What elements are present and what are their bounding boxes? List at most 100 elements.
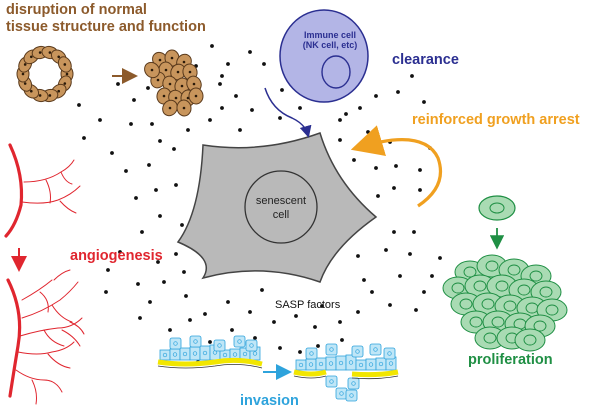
epithelial-cell-nucleus — [172, 352, 178, 357]
tissue-cell-nucleus — [48, 51, 52, 54]
sasp-dot — [298, 106, 302, 110]
tissue-cell-nucleus — [168, 106, 172, 110]
senescent-label-line1: senescent — [255, 195, 307, 207]
vessel-branch — [15, 369, 63, 393]
proliferating-cell-nucleus — [529, 270, 543, 282]
proliferating-cell-cluster — [442, 254, 568, 352]
sasp-dot — [384, 248, 388, 252]
epithelial-cell-nucleus — [358, 362, 364, 368]
sasp-dot — [376, 194, 380, 198]
proliferating-cell — [514, 328, 546, 352]
epithelial-cell-nucleus — [339, 391, 344, 396]
sasp-dot — [320, 304, 324, 308]
angiogenesis-label: angiogenesis — [70, 248, 163, 264]
proliferating-cell-nucleus — [533, 320, 547, 332]
tissue-cell-nucleus — [38, 51, 42, 54]
proliferating-cell-nucleus — [495, 280, 509, 292]
sasp-dot — [438, 256, 442, 260]
tissue-cell-nucleus — [168, 82, 172, 86]
epithelial-cell-nucleus — [329, 379, 334, 384]
sasp-dot — [356, 254, 360, 258]
normal-tissue-ring — [16, 45, 74, 103]
sasp-dot — [294, 314, 298, 318]
epithelial-cell-nucleus — [249, 343, 254, 348]
blood-vessel-after — [6, 269, 85, 405]
sasp-dot — [132, 98, 136, 102]
sasp-dot — [358, 106, 362, 110]
tissue-cell-nucleus — [48, 94, 52, 97]
tissue-cell-nucleus — [63, 82, 67, 85]
epithelial-cell-nucleus — [373, 347, 378, 352]
proliferating-cell-nucleus — [463, 266, 477, 278]
proliferating-cell-nucleus — [483, 332, 497, 344]
sasp-dot — [248, 310, 252, 314]
sasp-dot — [136, 282, 140, 286]
vessel-branch — [43, 329, 65, 347]
sasp-dot — [234, 94, 238, 98]
tissue-cell-nucleus — [162, 94, 166, 98]
sasp-dot — [148, 300, 152, 304]
epithelium-after — [295, 343, 397, 402]
basement-membrane-before — [157, 357, 263, 367]
proliferating-cell-nucleus — [473, 280, 487, 292]
sasp-dot — [158, 214, 162, 218]
epithelial-cell — [245, 339, 258, 352]
sasp-dot — [278, 116, 282, 120]
vessel-branch — [53, 269, 71, 281]
sasp-dot — [146, 86, 150, 90]
epithelial-cell-nucleus — [328, 361, 334, 366]
epithelial-cell — [199, 345, 211, 361]
sasp-dot — [260, 288, 264, 292]
epithelial-cell-nucleus — [162, 352, 168, 358]
sasp-dot — [158, 139, 162, 143]
sasp-dot — [412, 230, 416, 234]
epithelial-cell-nucleus — [173, 341, 178, 346]
tissue-cell-nucleus — [176, 70, 180, 74]
disruption-label-line2: tissue structure and function — [6, 19, 206, 35]
immune-cell-label: Immune cell (NK cell, etc) — [285, 30, 375, 50]
sasp-dot — [422, 100, 426, 104]
epithelial-cell-nucleus — [348, 360, 354, 365]
sasp-dot — [298, 350, 302, 354]
vessel-branch — [47, 353, 71, 369]
sasp-dot — [418, 188, 422, 192]
sasp-factor-dots — [77, 44, 442, 364]
sasp-dot — [182, 270, 186, 274]
epithelial-cell — [347, 377, 360, 390]
tissue-cell-nucleus — [23, 82, 27, 85]
disruption-label: disruption of normal tissue structure an… — [6, 2, 206, 36]
epithelial-cell-nucleus — [237, 339, 242, 344]
proliferating-cell-nucleus — [539, 286, 553, 298]
epithelial-cell — [189, 335, 202, 348]
sasp-dot — [422, 290, 426, 294]
epithelial-cell — [355, 359, 367, 371]
tissue-cell-nucleus — [192, 82, 196, 86]
sasp-dot — [338, 138, 342, 142]
tissue-cell-nucleus — [21, 72, 25, 76]
sasp-dot — [124, 169, 128, 173]
sasp-dot — [338, 118, 342, 122]
clearance-arrow — [264, 87, 312, 138]
proliferating-cell-nucleus — [459, 298, 473, 310]
epithelial-cell — [169, 348, 181, 361]
sasp-dot — [138, 316, 142, 320]
epithelial-cell-nucleus — [217, 343, 222, 348]
tissue-cell-nucleus — [29, 89, 33, 93]
tissue-cell-nucleus — [180, 84, 184, 88]
sasp-factors-label: SASP factors — [275, 299, 341, 311]
epithelial-cell — [233, 335, 246, 348]
single-cell-nucleus — [489, 202, 505, 214]
sasp-dot — [150, 122, 154, 126]
sasp-dot — [362, 278, 366, 282]
basement-membrane-after — [293, 369, 399, 378]
proliferating-cell-nucleus — [481, 298, 495, 310]
sasp-dot — [316, 344, 320, 348]
vessel-branch — [21, 279, 53, 301]
sasp-dot — [430, 274, 434, 278]
immune-label-line2: (NK cell, etc) — [302, 40, 358, 50]
proliferating-cell-nucleus — [545, 304, 559, 316]
epithelial-cell — [295, 359, 307, 371]
sasp-dot — [172, 147, 176, 151]
sasp-dot — [226, 300, 230, 304]
